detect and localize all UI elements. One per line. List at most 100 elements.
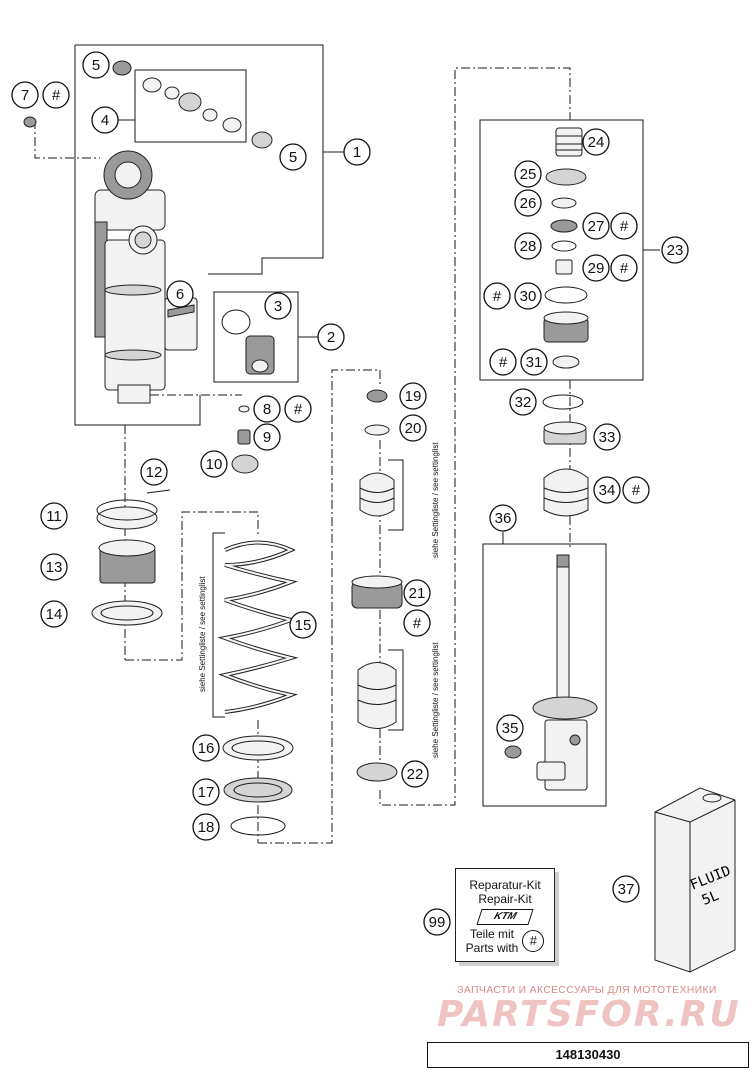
svg-text:22: 22 <box>407 766 424 783</box>
callout-28: 28 <box>514 232 542 260</box>
lower-parts <box>231 405 259 474</box>
callout-29: 29 <box>582 254 610 282</box>
callout-23: 23 <box>661 236 689 264</box>
callout-5-bottom: 5 <box>279 143 307 171</box>
callout-4: 4 <box>91 106 119 134</box>
kit-line3: Teile mit <box>469 927 514 941</box>
svg-text:35: 35 <box>502 720 519 737</box>
piston-rod <box>504 554 598 791</box>
kit-line2: Repair-Kit <box>478 892 532 906</box>
svg-text:5: 5 <box>289 149 297 166</box>
kit-line1: Reparatur-Kit <box>469 878 541 892</box>
callout-1: 1 <box>343 138 371 166</box>
callout-24: 24 <box>582 128 610 156</box>
fluid-can: FLUID 5L <box>654 787 736 973</box>
middle-column-parts <box>351 389 403 782</box>
callout-13: 13 <box>40 553 68 581</box>
shock-body <box>94 150 198 404</box>
svg-text:9: 9 <box>263 429 271 446</box>
svg-text:15: 15 <box>295 617 312 634</box>
svg-text:17: 17 <box>198 784 215 801</box>
hash-7: # <box>42 81 70 109</box>
svg-text:16: 16 <box>198 740 215 757</box>
callout-34: 34 <box>593 476 621 504</box>
callout-37: 37 <box>612 875 640 903</box>
svg-text:27: 27 <box>588 218 605 235</box>
svg-text:#: # <box>620 218 629 235</box>
svg-text:24: 24 <box>588 134 605 151</box>
callout-26: 26 <box>514 189 542 217</box>
svg-text:#: # <box>499 354 508 371</box>
kit-line4: Parts with <box>465 941 519 955</box>
svg-text:13: 13 <box>46 559 63 576</box>
svg-text:21: 21 <box>409 585 426 602</box>
adjuster-parts <box>221 309 275 375</box>
hash-34: # <box>622 476 650 504</box>
callout-20: 20 <box>399 414 427 442</box>
seal-head-parts <box>542 394 589 517</box>
svg-text:8: 8 <box>263 401 271 418</box>
watermark-subtitle: ЗАПЧАСТИ И АКСЕССУАРЫ ДЛЯ МОТОТЕХНИКИ <box>457 984 717 996</box>
callout-3: 3 <box>264 292 292 320</box>
hash-21: # <box>403 609 431 637</box>
callout-8: 8 <box>253 395 281 423</box>
svg-text:#: # <box>620 260 629 277</box>
fluid-can-line2: 5L <box>700 888 722 909</box>
callout-12: 12 <box>140 458 168 486</box>
callout-5-top: 5 <box>82 51 110 79</box>
callout-30: 30 <box>514 282 542 310</box>
callout-31: 31 <box>520 348 548 376</box>
ktm-logo: KTM <box>476 909 534 925</box>
callout-21: 21 <box>403 579 431 607</box>
svg-text:14: 14 <box>46 606 63 623</box>
svg-text:3: 3 <box>274 298 282 315</box>
document-number: 148130430 <box>427 1042 749 1068</box>
callout-7: 7 <box>11 81 39 109</box>
kit-hash: # <box>522 930 545 952</box>
hash-8: # <box>284 395 312 423</box>
callout-16: 16 <box>192 734 220 762</box>
setting-note-upper: siehe Settingliste / see settinglist <box>431 442 440 558</box>
svg-text:30: 30 <box>520 288 537 305</box>
svg-text:36: 36 <box>495 510 512 527</box>
svg-text:37: 37 <box>618 881 635 898</box>
callout-6: 6 <box>166 280 194 308</box>
svg-text:12: 12 <box>146 464 163 481</box>
svg-text:25: 25 <box>520 166 537 183</box>
svg-text:#: # <box>413 615 422 632</box>
svg-text:29: 29 <box>588 260 605 277</box>
repair-kit-box: Reparatur-Kit Repair-Kit KTM Teile mit P… <box>455 868 555 962</box>
svg-text:19: 19 <box>405 388 422 405</box>
callout-27: 27 <box>582 212 610 240</box>
callout-11: 11 <box>40 502 68 530</box>
callout-15: 15 <box>289 611 317 639</box>
hash-29: # <box>610 254 638 282</box>
callout-2: 2 <box>317 323 345 351</box>
setting-note-lower: siehe Settingliste / see settinglist <box>431 642 440 758</box>
callout-25: 25 <box>514 160 542 188</box>
callout-18: 18 <box>192 813 220 841</box>
callout-10: 10 <box>200 450 228 478</box>
svg-text:11: 11 <box>46 508 62 525</box>
svg-text:4: 4 <box>101 112 109 129</box>
svg-text:7: 7 <box>21 87 29 104</box>
svg-text:2: 2 <box>327 329 335 346</box>
svg-text:33: 33 <box>599 429 616 446</box>
callout-22: 22 <box>401 760 429 788</box>
svg-text:20: 20 <box>405 420 422 437</box>
svg-text:#: # <box>52 87 61 104</box>
spring-rings <box>222 735 294 836</box>
svg-text:10: 10 <box>206 456 223 473</box>
svg-text:18: 18 <box>198 819 215 836</box>
callout-35: 35 <box>496 714 524 742</box>
callout-14: 14 <box>40 600 68 628</box>
watermark: ЗАПЧАСТИ И АКСЕССУАРЫ ДЛЯ МОТОТЕХНИКИ PA… <box>437 984 739 1033</box>
svg-text:#: # <box>632 482 641 499</box>
svg-text:26: 26 <box>520 195 537 212</box>
svg-text:1: 1 <box>353 144 361 161</box>
callout-17: 17 <box>192 778 220 806</box>
hash-27: # <box>610 212 638 240</box>
hash-30: # <box>483 282 511 310</box>
callout-9: 9 <box>253 423 281 451</box>
